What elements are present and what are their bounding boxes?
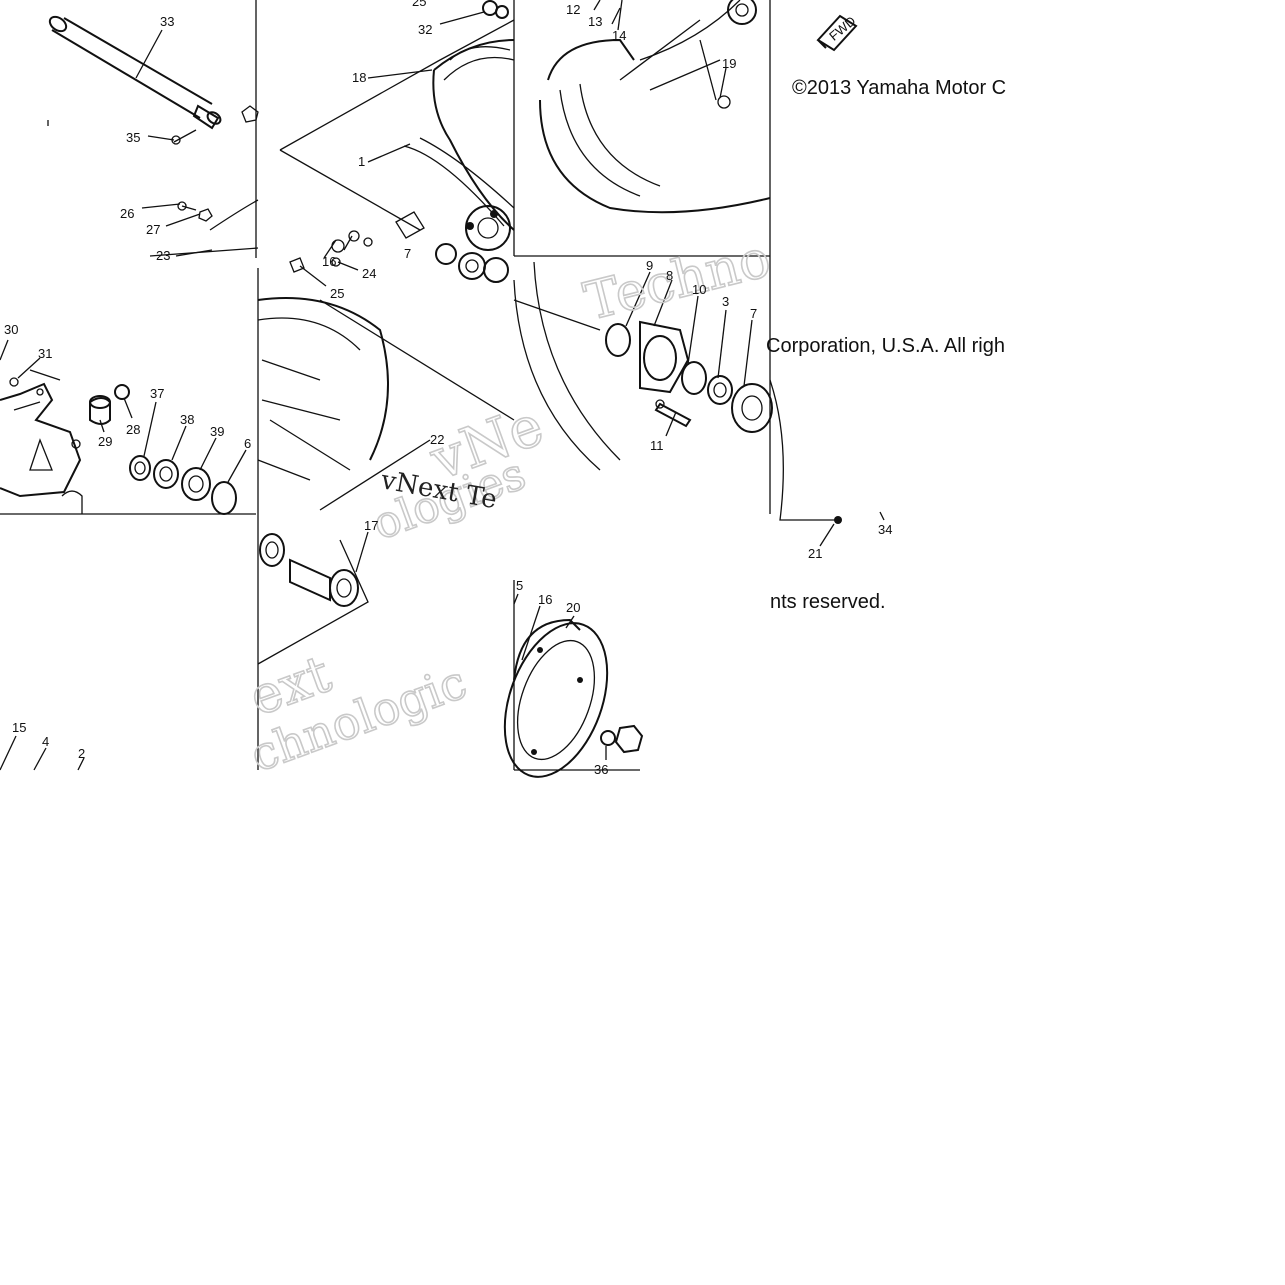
part-number-21: 21 bbox=[808, 546, 822, 561]
tile-axle bbox=[47, 0, 259, 258]
copyright-fragment-1: ©2013 Yamaha Motor C bbox=[792, 77, 1006, 99]
part-number-9: 9 bbox=[646, 258, 653, 273]
part-number-38: 38 bbox=[180, 412, 194, 427]
part-number-16: 16 bbox=[322, 254, 336, 269]
part-number-27: 27 bbox=[146, 222, 160, 237]
part-number-1: 1 bbox=[358, 154, 365, 169]
part-number-18: 18 bbox=[352, 70, 366, 85]
part-number-5: 5 bbox=[516, 578, 523, 593]
tile-swingarm bbox=[0, 369, 256, 515]
part-number-32: 32 bbox=[418, 22, 432, 37]
part-number-15: 15 bbox=[12, 720, 26, 735]
part-number-34: 34 bbox=[878, 522, 892, 537]
part-number-7: 7 bbox=[750, 306, 757, 321]
part-number-23: 23 bbox=[156, 248, 170, 263]
part-number-31: 31 bbox=[38, 346, 52, 361]
tile-tire-top bbox=[279, 0, 515, 283]
part-number-37: 37 bbox=[150, 386, 164, 401]
part-number-6: 6 bbox=[244, 436, 251, 451]
part-number-22: 22 bbox=[430, 432, 444, 447]
part-number-29: 29 bbox=[98, 434, 112, 449]
part-number-11: 11 bbox=[650, 438, 664, 453]
part-number-39: 39 bbox=[210, 424, 224, 439]
part-number-17: 17 bbox=[364, 518, 378, 533]
bolt-35-drawing bbox=[171, 129, 197, 145]
tile-brake-drum bbox=[503, 580, 644, 778]
part-number-12: 12 bbox=[566, 2, 580, 17]
leader-lines bbox=[0, 0, 885, 760]
part-number-25: 25 bbox=[412, 0, 426, 9]
part-number-19: 19 bbox=[722, 56, 736, 71]
watermark-text-1: Techno bbox=[579, 229, 777, 333]
part-number-3: 3 bbox=[722, 294, 729, 309]
part-number-35: 35 bbox=[126, 130, 140, 145]
part-number-30: 30 bbox=[4, 322, 18, 337]
part-number-10: 10 bbox=[692, 282, 706, 297]
part-number-28: 28 bbox=[126, 422, 140, 437]
part-number-20: 20 bbox=[566, 600, 580, 615]
part-number-24: 24 bbox=[362, 266, 376, 281]
tile-wheel-middle bbox=[257, 268, 515, 770]
copyright-fragment-3: nts reserved. bbox=[770, 591, 886, 613]
part-number-16: 16 bbox=[538, 592, 552, 607]
part-number-33: 33 bbox=[160, 14, 174, 29]
part-number-36: 36 bbox=[594, 762, 608, 777]
part-number-7: 7 bbox=[404, 246, 411, 261]
part-number-25: 25 bbox=[330, 286, 344, 301]
tile-sprocket bbox=[513, 255, 842, 524]
bolts-26-27-drawing bbox=[177, 199, 259, 231]
tile-wheel-top: FWD bbox=[539, 0, 858, 256]
part-number-26: 26 bbox=[120, 206, 134, 221]
part-number-4: 4 bbox=[42, 734, 49, 749]
axle-shaft-drawing bbox=[48, 15, 259, 130]
fwd-arrow-icon: FWD bbox=[816, 13, 858, 52]
part-number-13: 13 bbox=[588, 14, 602, 29]
fwd-label: FWD bbox=[826, 13, 858, 44]
copyright-fragment-2: Corporation, U.S.A. All righ bbox=[766, 335, 1005, 357]
tile-bottom-left bbox=[0, 735, 85, 771]
part-number-14: 14 bbox=[612, 28, 626, 43]
part-number-2: 2 bbox=[78, 746, 85, 761]
part-number-8: 8 bbox=[666, 268, 673, 283]
